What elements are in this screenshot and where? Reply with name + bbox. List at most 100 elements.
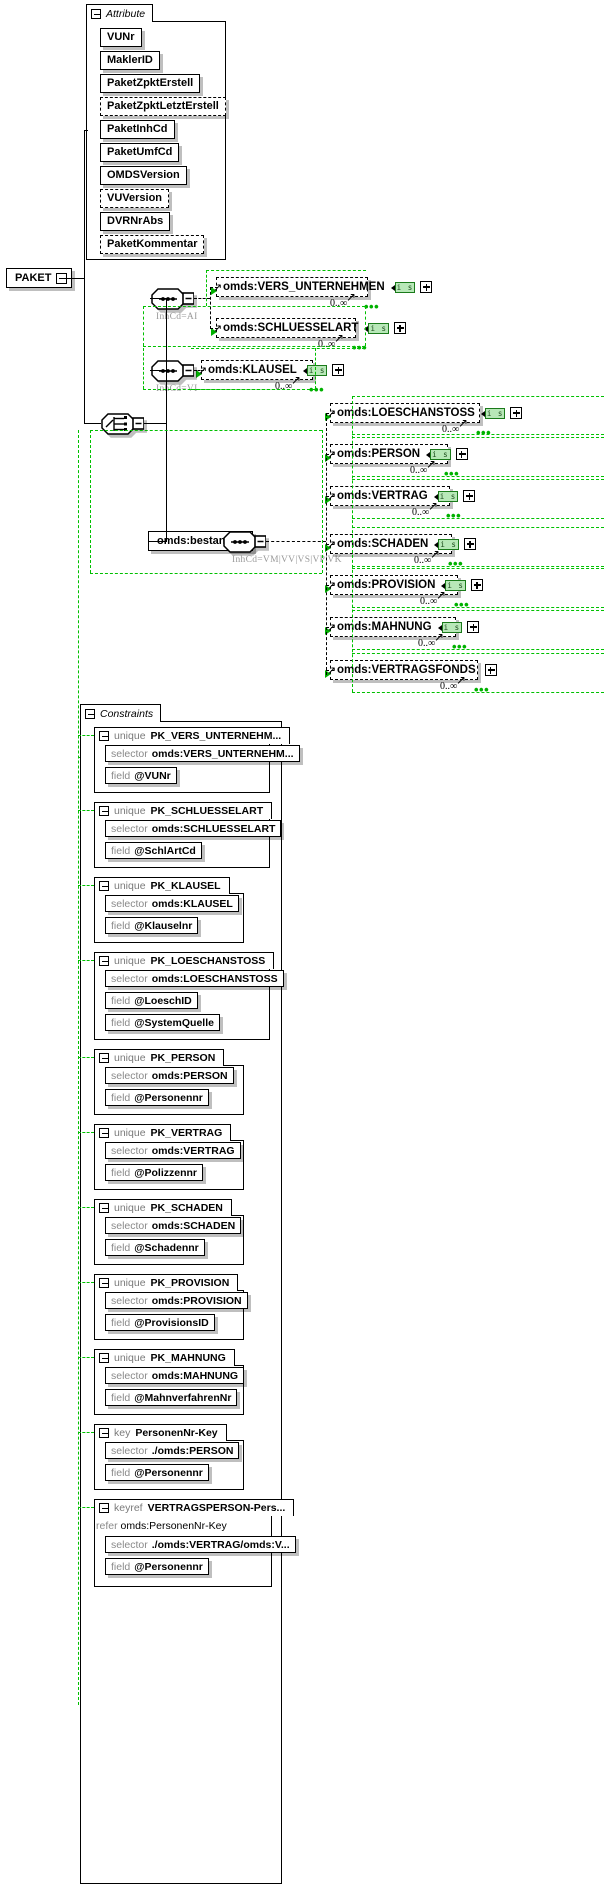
plus-icon[interactable] <box>463 490 476 502</box>
sequence-compositor-ai[interactable] <box>150 288 194 310</box>
choice-compositor[interactable] <box>100 413 144 435</box>
minus-icon[interactable] <box>91 8 101 19</box>
plus-icon[interactable] <box>510 407 523 419</box>
attribute-omdsversion[interactable]: OMDSVersion <box>100 166 187 185</box>
attribute-paketinhcd[interactable]: PaketInhCd <box>100 120 175 139</box>
constraint-name: PK_SCHLUESSELART <box>150 805 264 817</box>
field-value: @SystemQuelle <box>134 1016 214 1029</box>
element-omds-vertragsfonds[interactable]: omds:VERTRAGSFONDS <box>330 660 497 680</box>
field-keyword: field <box>111 1166 131 1179</box>
group-boundary <box>78 810 94 811</box>
minus-icon[interactable] <box>99 1053 109 1063</box>
attribute-paketzpktletzterstell[interactable]: PaketZpktLetztErstell <box>100 97 226 116</box>
attribute-label: PaketZpktLetztErstell <box>107 100 219 112</box>
group-entry-arrow <box>325 585 331 593</box>
selector-keyword: selector <box>111 1294 148 1307</box>
plus-icon[interactable] <box>394 322 406 334</box>
group-boundary <box>352 653 604 654</box>
root-element-paket[interactable]: PAKET <box>6 268 73 288</box>
constraint-kind: unique <box>114 955 146 967</box>
group-boundary <box>78 1282 94 1283</box>
attribute-paketkommentar[interactable]: PaketKommentar <box>100 235 205 254</box>
sequence-compositor-bestand[interactable] <box>222 531 266 553</box>
group-boundary <box>78 1057 94 1058</box>
element-label: omds:bestand <box>157 534 233 547</box>
occurrence-pointer: ↗ <box>334 331 345 345</box>
connector-line <box>60 278 84 279</box>
occurrence-pointer: ↗ <box>291 373 302 387</box>
element-label: omds:PROVISION <box>337 579 436 591</box>
attribute-dvrnrabs[interactable]: DVRNrAbs <box>100 212 171 231</box>
plus-icon[interactable] <box>463 538 476 550</box>
minus-icon[interactable] <box>99 1428 109 1438</box>
refer-value: omds:PersonenNr-Key <box>120 1520 227 1532</box>
plus-icon[interactable] <box>332 364 345 376</box>
group-boundary <box>143 306 365 307</box>
plus-icon[interactable] <box>420 281 433 293</box>
minus-icon[interactable] <box>99 956 109 966</box>
connector-line <box>166 423 167 541</box>
constraints-panel-title: Constraints <box>100 707 154 720</box>
group-entry-arrow <box>325 454 331 462</box>
field-value: @SchlArtCd <box>134 844 196 857</box>
connector-line <box>84 278 85 424</box>
minus-icon[interactable] <box>99 731 109 741</box>
attribute-panel-header[interactable]: Attribute <box>86 4 154 22</box>
minus-icon[interactable] <box>99 881 109 891</box>
minus-icon[interactable] <box>85 708 95 719</box>
group-boundary <box>352 396 604 397</box>
constraint-field-row: field@MahnverfahrenNr <box>105 1389 238 1406</box>
minus-icon[interactable] <box>99 1353 109 1363</box>
plus-icon[interactable] <box>455 448 468 460</box>
plus-icon[interactable] <box>470 579 483 591</box>
plus-icon[interactable] <box>467 621 480 633</box>
group-boundary <box>143 348 144 389</box>
minus-icon[interactable] <box>99 806 109 816</box>
connector-line <box>266 541 326 542</box>
minus-icon[interactable] <box>99 1128 109 1138</box>
group-boundary <box>90 430 322 431</box>
attribute-maklerid[interactable]: MaklerID <box>100 51 160 70</box>
occurrence-pointer: ↗ <box>436 588 447 602</box>
group-boundary <box>90 430 91 573</box>
group-boundary <box>78 1207 94 1208</box>
minus-icon[interactable] <box>99 1203 109 1213</box>
sequence-compositor-vi[interactable] <box>150 360 194 382</box>
group-boundary <box>78 885 94 886</box>
group-entry-arrow <box>325 544 331 552</box>
attribute-paketumfcd[interactable]: PaketUmfCd <box>100 143 180 162</box>
attribute-label: PaketKommentar <box>107 238 198 250</box>
plus-icon[interactable] <box>484 664 497 676</box>
constraints-panel-header[interactable]: Constraints <box>80 704 162 722</box>
root-element-label: PAKET <box>15 271 52 284</box>
field-keyword: field <box>111 1091 131 1104</box>
minus-icon[interactable] <box>99 1278 109 1288</box>
group-boundary <box>352 437 604 438</box>
attribute-paketzpkterstell[interactable]: PaketZpktErstell <box>100 74 201 93</box>
occurrence-label: 0..∞ <box>420 596 438 607</box>
minus-icon[interactable] <box>99 1503 109 1513</box>
attribute-vunr[interactable]: VUNr <box>100 28 142 47</box>
attribute-vuversion[interactable]: VUVersion <box>100 189 170 208</box>
selector-keyword: selector <box>111 747 148 760</box>
